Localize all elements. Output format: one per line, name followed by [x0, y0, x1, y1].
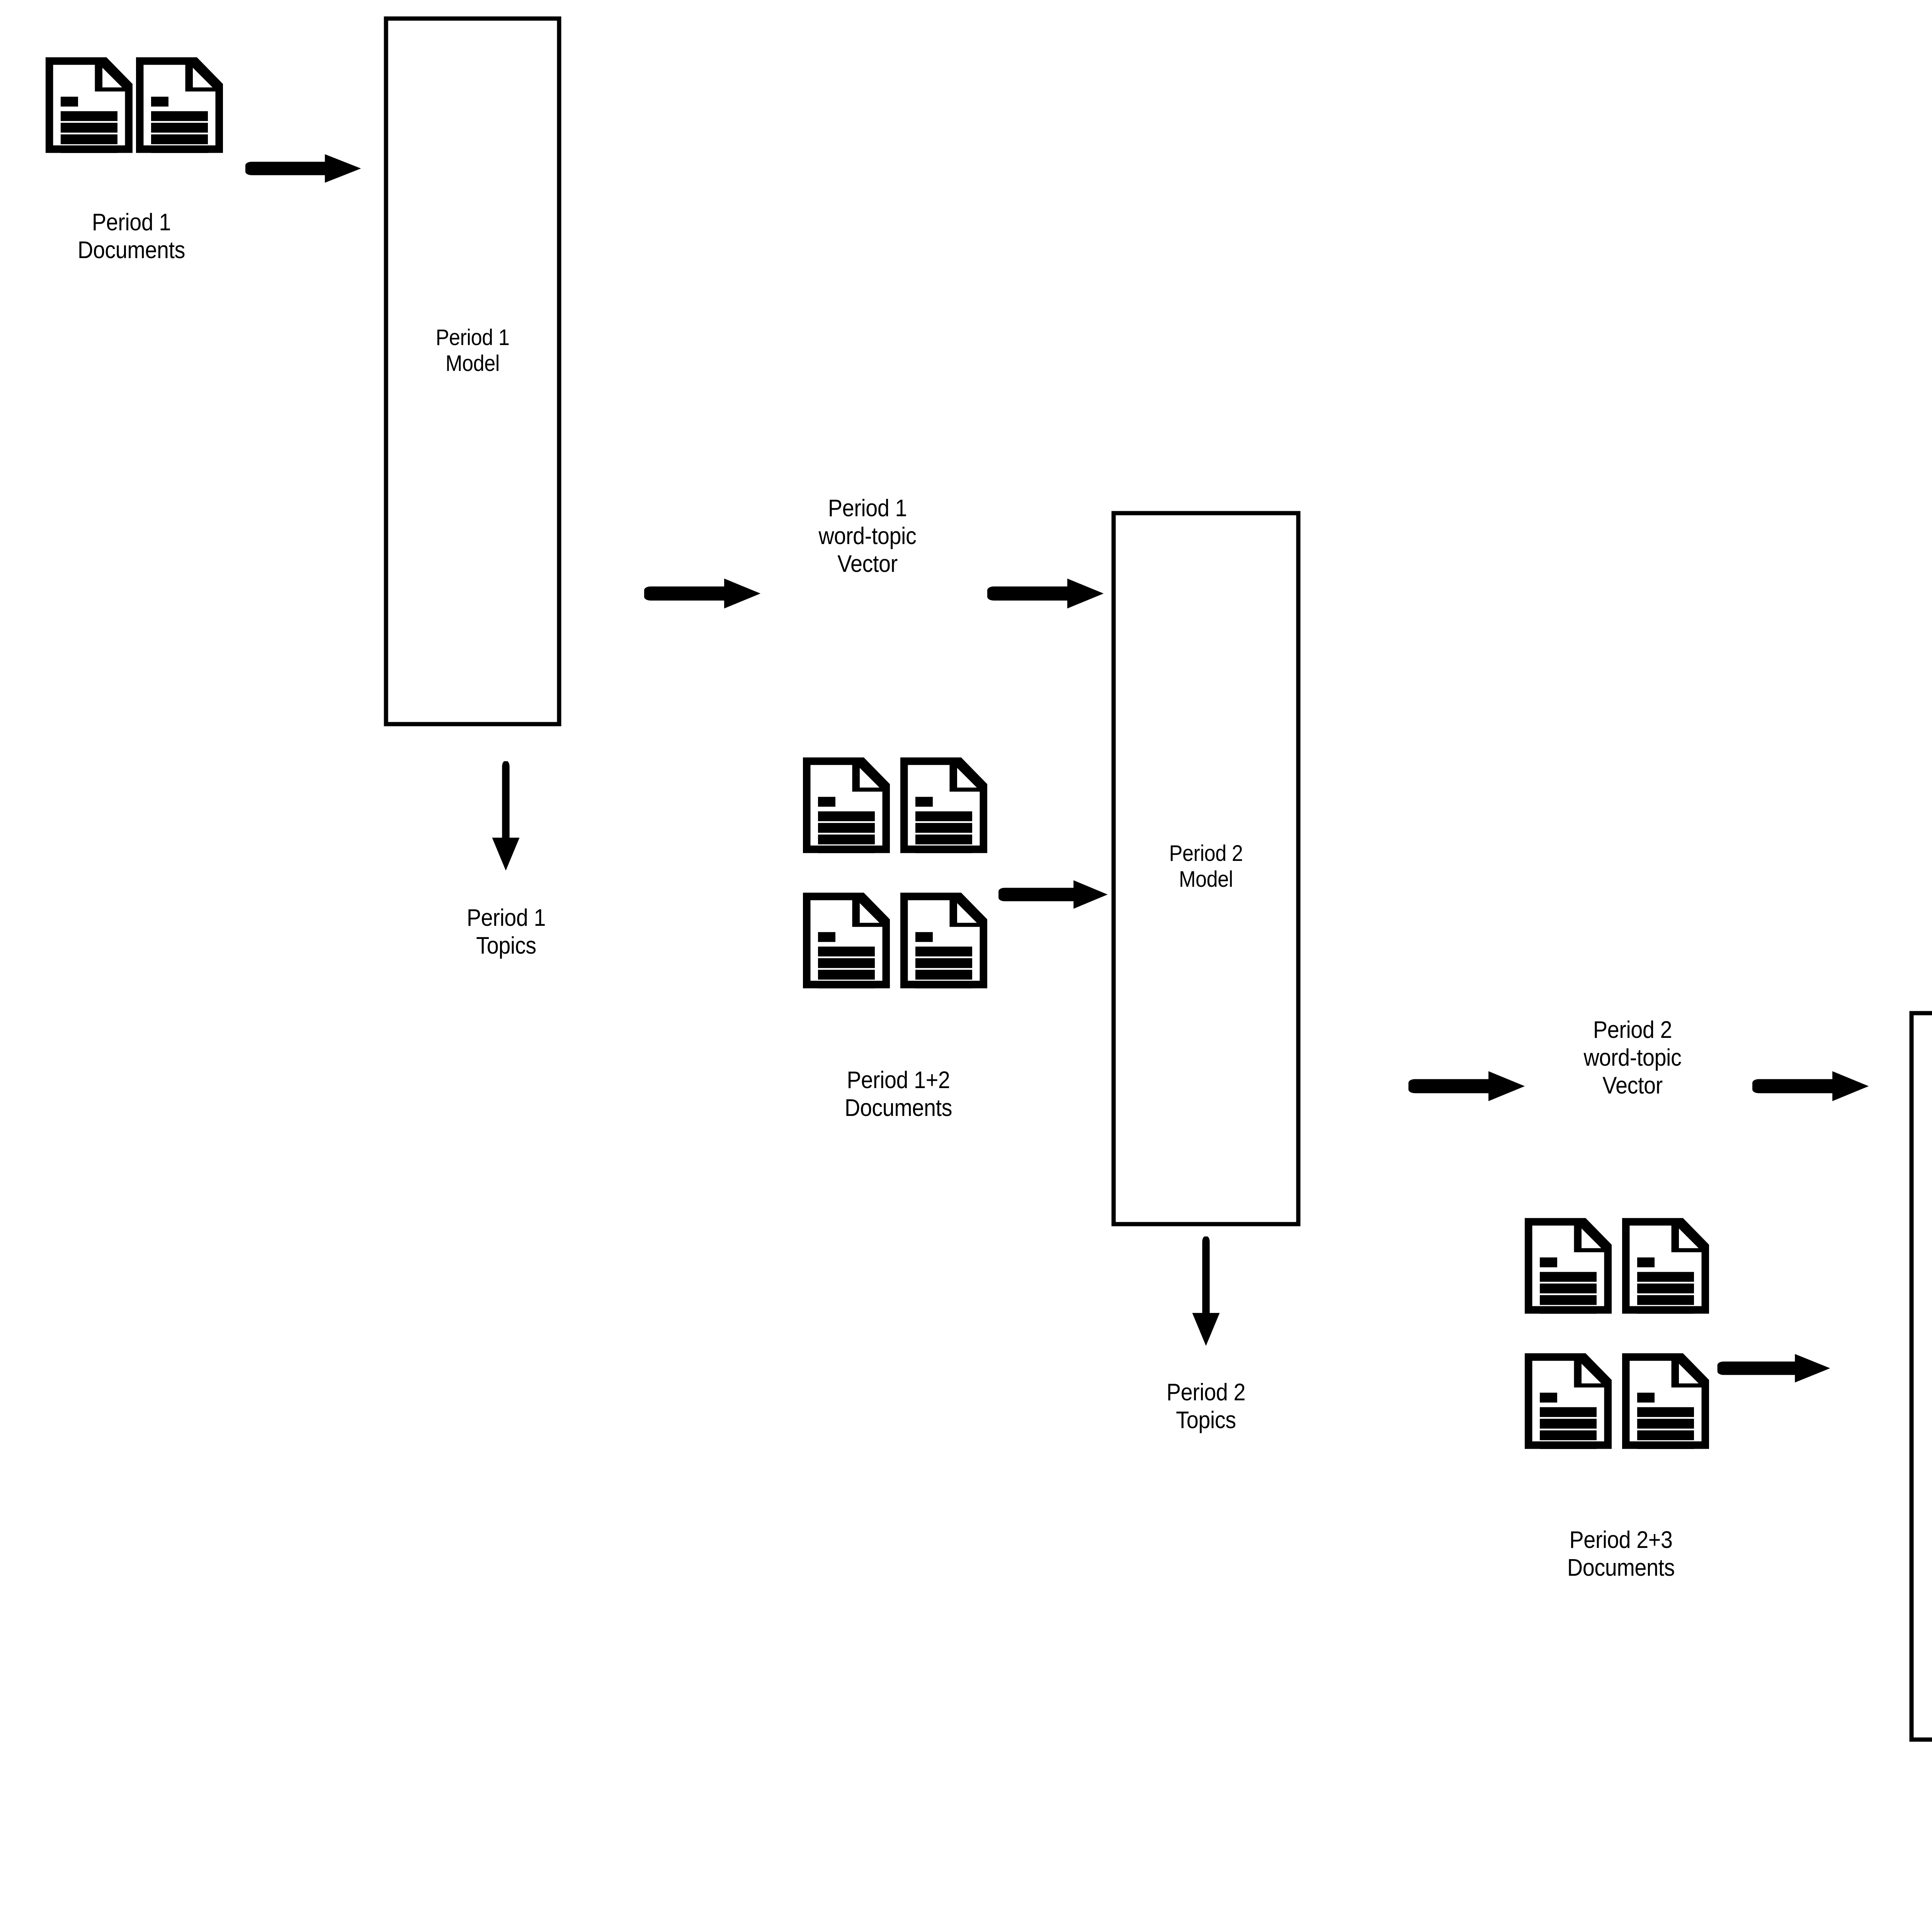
arrow-p2model-to-p2topics — [1192, 1236, 1220, 1346]
period23-documents-label: Period 2+3 Documents — [1567, 1527, 1675, 1581]
period1-topics-label: Period 1 Topics — [466, 905, 546, 959]
period3-model-label: Period 3 Model — [1920, 1335, 1932, 1387]
period3-model-box[interactable] — [1909, 1011, 1932, 1742]
period1-vector-label: Period 1 word-topic Vector — [818, 495, 917, 577]
arrow-p2model-to-p2vector — [1408, 1071, 1525, 1101]
arrow-p1model-to-p1topics — [492, 761, 520, 871]
arrow-p1docs-to-p1model — [245, 154, 361, 183]
period1-model-box[interactable] — [384, 16, 561, 726]
documents-quad-icon-period23 — [1525, 1218, 1709, 1449]
period1-model-label: Period 1 Model — [435, 325, 510, 376]
period2-topics-label: Period 2 Topics — [1166, 1379, 1246, 1434]
arrow-p1vector-to-p2model — [987, 578, 1104, 609]
period1-documents-label: Period 1 Documents — [77, 209, 185, 264]
period2-model-box[interactable] — [1111, 511, 1301, 1226]
documents-pair-icon-period1 — [46, 57, 223, 153]
period2-model-label: Period 2 Model — [1169, 841, 1243, 892]
arrow-p1model-to-p1vector — [644, 578, 761, 609]
period3-topics-label: Period 3 Topics — [1895, 1895, 1932, 1932]
arrow-p23docs-to-p3model — [1717, 1354, 1830, 1383]
period12-documents-label: Period 1+2 Documents — [844, 1067, 952, 1121]
arrow-p2vector-to-p3model — [1752, 1071, 1869, 1101]
arrow-p12docs-to-p2model — [998, 880, 1108, 909]
period2-vector-label: Period 2 word-topic Vector — [1583, 1017, 1682, 1099]
documents-quad-icon-period12 — [803, 757, 987, 988]
